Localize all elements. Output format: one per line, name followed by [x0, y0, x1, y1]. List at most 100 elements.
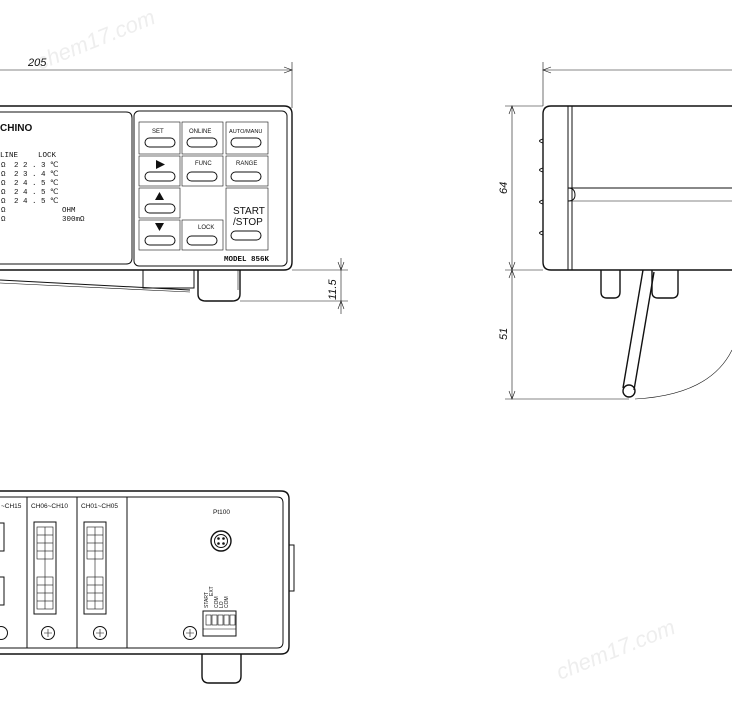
- key-cell-start-stop: [225, 187, 269, 251]
- display-row-unit: Ω: [1, 189, 6, 197]
- stand-bracket: [142, 269, 195, 289]
- display-row-value: 2 2 . 3 ℃: [14, 161, 59, 170]
- terminal-slot: [229, 614, 236, 626]
- pt100-pin: [217, 537, 220, 540]
- height-arrow-top: [337, 261, 345, 271]
- terminal-slot: [217, 614, 224, 626]
- right-button[interactable]: [144, 171, 176, 182]
- stand-bar-line-2: [0, 282, 191, 293]
- display-row-unit: Ω: [1, 207, 6, 215]
- width-arrow: [283, 66, 293, 74]
- key-cell-right: [138, 155, 181, 187]
- key-cell-range: [225, 155, 269, 187]
- body-height-label: 64: [498, 182, 510, 194]
- display-row-value: 2 4 . 5 ℃: [14, 179, 59, 188]
- channel-connector: [33, 521, 57, 615]
- channel-connector: [83, 521, 107, 615]
- height-arrow-bottom: [337, 300, 345, 310]
- display-row-unit: Ω: [1, 198, 6, 206]
- display-row-value: 2 4 . 5 ℃: [14, 197, 59, 206]
- display-header-line: LINE: [0, 152, 19, 160]
- side-width-arrow: [542, 66, 552, 74]
- slot-label-ch06-10: CH06~CH10: [31, 503, 68, 510]
- pt100-pin: [217, 542, 220, 545]
- display-row-unit: Ω: [1, 216, 6, 224]
- side-key-bump: [539, 138, 544, 144]
- key-cell-online: [181, 121, 224, 155]
- screw-icon: [183, 626, 197, 640]
- pt100-connector[interactable]: [210, 530, 232, 552]
- auto-manu-button[interactable]: [230, 137, 262, 148]
- watermark-2: chem17.com: [553, 614, 679, 684]
- terminal-label-start: START: [204, 592, 210, 608]
- screw-icon: [41, 626, 55, 640]
- rear-body-outline: [0, 490, 290, 655]
- range-key-label[interactable]: RANGE: [236, 161, 257, 167]
- display-row-unit: Ω: [1, 162, 6, 170]
- rear-view: ~CH15 CH06~CH10 CH01~CH05: [0, 490, 295, 684]
- lock-key-label[interactable]: LOCK: [198, 225, 214, 231]
- slot-label-ch11-15: ~CH15: [1, 503, 22, 510]
- stop-key-label[interactable]: /STOP: [233, 217, 263, 228]
- terminal-label-ext: EXT: [209, 586, 215, 596]
- set-key-label[interactable]: SET: [152, 129, 164, 135]
- screw-slot: [96, 629, 104, 637]
- height-dimension-label: 11.5: [327, 279, 339, 300]
- front-foot: [197, 270, 241, 302]
- key-cell-lock: [181, 219, 224, 251]
- front-body-outline: [0, 105, 293, 271]
- func-button[interactable]: [186, 171, 218, 182]
- stand-height-label: 51: [498, 328, 510, 340]
- start-key-label[interactable]: START: [233, 206, 265, 217]
- side-key-bump: [539, 199, 544, 205]
- side-view: 64 51: [498, 62, 732, 400]
- side-dim-arrow: [508, 105, 516, 115]
- side-dim-arrow: [508, 269, 516, 279]
- func-key-label[interactable]: FUNC: [195, 161, 212, 167]
- start-stop-button[interactable]: [230, 230, 262, 241]
- down-button[interactable]: [144, 235, 176, 246]
- display-row-value: 2 4 . 5 ℃: [14, 188, 59, 197]
- display-row-unit: Ω: [1, 180, 6, 188]
- rear-foot: [201, 654, 242, 684]
- display-row-unit: Ω: [1, 171, 6, 179]
- online-key-label[interactable]: ONLINE: [189, 129, 211, 135]
- keypad-panel: [133, 110, 288, 267]
- display-header-lock: LOCK: [38, 152, 57, 160]
- terminal-block[interactable]: [202, 610, 237, 637]
- auto-manu-key-label[interactable]: AUTO/MANU: [229, 129, 262, 135]
- stand-leg-right: [633, 271, 655, 391]
- set-button[interactable]: [144, 137, 176, 148]
- side-front-foot: [600, 270, 621, 299]
- key-cell-up: [138, 187, 181, 219]
- terminal-slot: [205, 614, 212, 626]
- side-key-bump: [539, 167, 544, 173]
- terminal-slot: [211, 614, 218, 626]
- channel-connector: [0, 576, 5, 606]
- lock-button[interactable]: [186, 235, 218, 246]
- side-key-bump: [539, 230, 544, 236]
- screw-slot: [44, 629, 52, 637]
- display-readout: LINE LOCK Ω 2 2 . 3 ℃ Ω 2 3 . 4 ℃ Ω 2 4 …: [0, 152, 85, 224]
- pt100-connector-inner: [214, 534, 228, 548]
- key-cell-set: [138, 121, 181, 155]
- right-arrow-icon: [156, 160, 165, 169]
- display-row-value: OHM: [62, 207, 76, 215]
- key-cell-auto-manu: [225, 121, 269, 155]
- slot-label-ch01-05: CH01~CH05: [81, 503, 118, 510]
- up-arrow-icon: [155, 192, 164, 200]
- screw-icon: [0, 626, 8, 640]
- online-button[interactable]: [186, 137, 218, 148]
- side-rear-foot: [651, 270, 679, 299]
- stand-pivot: [622, 384, 636, 398]
- brand-logo: CHINO: [0, 123, 32, 134]
- range-button[interactable]: [230, 171, 262, 182]
- front-view: 205 CHINO LINE LOCK Ω 2 2 . 3 ℃ Ω 2 3 . …: [0, 57, 348, 314]
- key-cell-down: [138, 219, 181, 251]
- pt100-pin: [222, 537, 225, 540]
- channel-connector: [0, 522, 5, 552]
- up-button[interactable]: [144, 203, 176, 214]
- stand-leg-left: [622, 269, 644, 389]
- pt100-label: Pt100: [213, 509, 230, 516]
- terminal-label-com: COM: [214, 596, 220, 608]
